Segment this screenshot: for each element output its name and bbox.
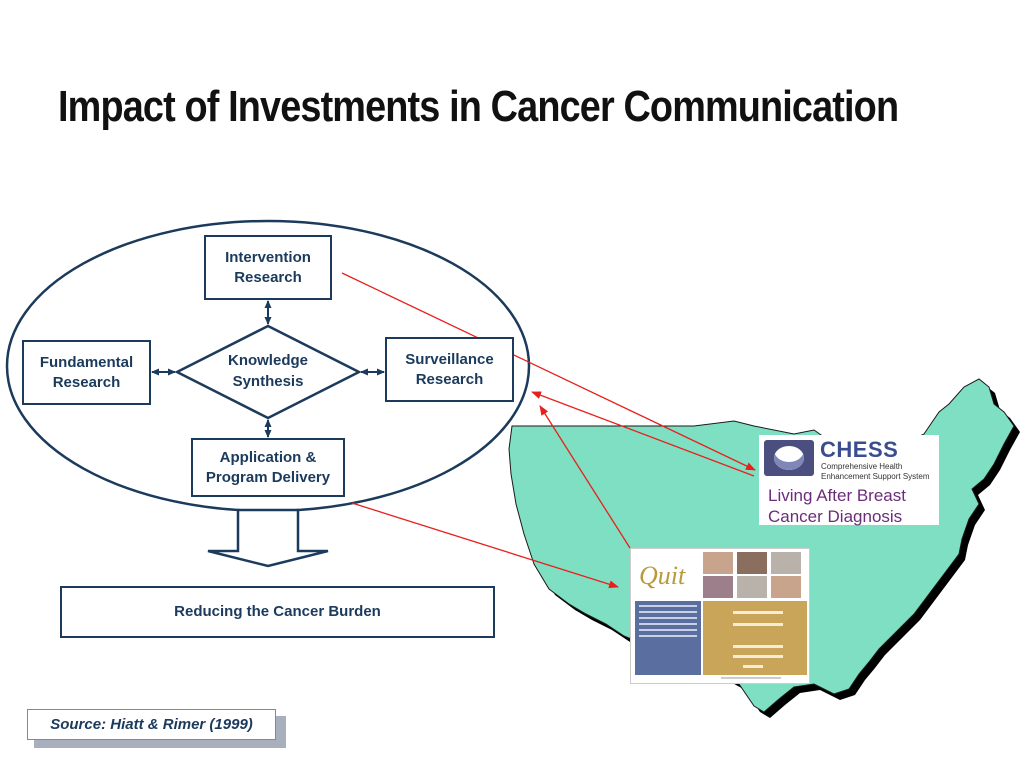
outcome-box: Reducing the Cancer Burden	[60, 586, 495, 638]
application-delivery-box: Application & Program Delivery	[191, 438, 345, 497]
quit-website-screenshot: Quit	[630, 548, 810, 684]
outcome-label: Reducing the Cancer Burden	[174, 603, 381, 620]
red-arrow-4	[351, 502, 619, 589]
knowledge-synthesis-label: Knowledge Synthesis	[227, 352, 308, 390]
quit-footer	[721, 677, 781, 679]
photo-thumbnail	[771, 552, 801, 574]
chess-subtitle: Comprehensive Health Enhancement Support…	[821, 462, 930, 481]
application-delivery-label: Application & Program Delivery	[205, 448, 331, 486]
photo-thumbnail	[737, 576, 767, 598]
chess-logo-icon	[764, 440, 814, 476]
red-arrow-3	[539, 405, 631, 549]
chess-program-label: Living After Breast Cancer Diagnosis	[768, 486, 906, 526]
source-citation: Source: Hiatt & Rimer (1999)	[27, 709, 276, 740]
quit-logo: Quit	[639, 561, 686, 590]
down-arrow	[207, 508, 329, 568]
red-arrow-2	[531, 391, 755, 477]
photo-thumbnail	[737, 552, 767, 574]
photo-thumbnail	[703, 576, 733, 598]
quit-login-panel	[703, 601, 807, 675]
chess-brand: CHESS	[820, 437, 899, 462]
surveillance-research-box: Surveillance Research	[385, 337, 514, 402]
intervention-research-box: Intervention Research	[204, 235, 332, 300]
photo-thumbnail	[703, 552, 733, 574]
intervention-research-label: Intervention Research	[225, 248, 311, 286]
chess-screenshot: CHESS Comprehensive Health Enhancement S…	[759, 435, 939, 526]
red-arrow-1	[341, 272, 756, 471]
surveillance-research-label: Surveillance Research	[405, 350, 494, 388]
slide-title: Impact of Investments in Cancer Communic…	[58, 82, 899, 131]
knowledge-diamond	[174, 324, 362, 420]
quit-welcome-panel	[635, 601, 701, 675]
fundamental-research-label: Fundamental Research	[39, 353, 134, 391]
fundamental-research-box: Fundamental Research	[22, 340, 151, 405]
photo-thumbnail	[771, 576, 801, 598]
